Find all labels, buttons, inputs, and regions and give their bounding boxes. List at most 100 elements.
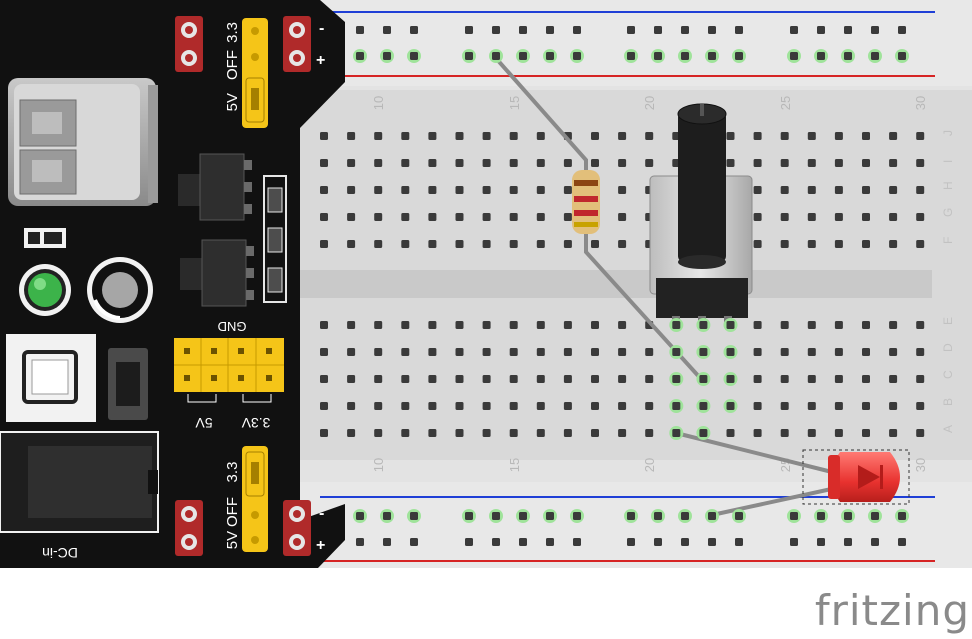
hole [780,402,789,410]
hole [735,538,743,546]
hole [862,348,870,356]
hole [916,348,925,356]
hole [817,538,825,546]
hole [563,375,572,383]
rail-sign-plus-bottom: + [316,537,325,554]
hole [708,52,716,60]
hole [320,240,328,248]
hole [428,213,437,221]
hole [509,375,518,383]
hole [410,52,418,60]
hole [871,512,879,520]
hole [618,186,627,194]
hole [898,52,906,60]
hole [401,240,410,248]
hole [563,159,572,167]
hole [347,240,356,248]
hole [509,159,518,167]
hole [455,240,464,248]
hole [672,402,681,410]
hole [356,26,364,34]
hole [465,52,473,60]
hole [347,402,356,410]
hole [780,429,789,437]
hole [780,186,789,194]
column-number: 30 [913,458,928,472]
hole [708,512,716,520]
hole [790,512,798,520]
power-supply-module: - + 3.3 OFF 5V [0,0,345,568]
hole [536,213,545,221]
hole [410,538,418,546]
hole [482,348,491,356]
hole [844,512,852,520]
hole [862,321,870,329]
dc-in-label: DC-in [42,545,78,561]
hole [807,429,816,437]
header-label-5v: 5V [195,415,213,431]
hole [536,132,545,140]
hole [401,186,410,194]
hole [753,375,762,383]
hole [374,159,383,167]
gnd-label: GND [218,319,247,334]
hole [726,321,735,329]
hole [536,348,545,356]
hole [753,402,762,410]
hole [654,52,662,60]
hole [536,402,545,410]
hole [916,402,925,410]
hole [844,26,852,34]
hole [753,348,762,356]
column-number: 30 [913,96,928,110]
hole [383,512,391,520]
hole [536,240,545,248]
hole [374,429,383,437]
hole [834,186,843,194]
hole [780,132,789,140]
hole [807,213,816,221]
hole [563,186,572,194]
hole [519,512,527,520]
hole [654,512,662,520]
hole [889,213,898,221]
hole [889,159,898,167]
hole [627,512,635,520]
hole [455,348,464,356]
hole [482,159,491,167]
hole [573,26,581,34]
row-letter: D [941,343,955,352]
hole [618,402,627,410]
column-number: 10 [371,96,386,110]
power-switch [87,257,153,323]
header-label-3v3: 3.3V [241,415,270,431]
hole [492,538,500,546]
hole [898,26,906,34]
hole [807,375,816,383]
hole [374,213,383,221]
hole [492,52,500,60]
hole [916,429,925,437]
hole [401,402,410,410]
hole [807,321,816,329]
hole [780,213,789,221]
hole [699,402,708,410]
hole [546,512,554,520]
hole [889,402,898,410]
hole [563,348,572,356]
hole [320,159,328,167]
hole [645,429,654,437]
column-number: 15 [507,96,522,110]
hole [753,186,762,194]
hole [780,240,789,248]
hole [726,429,735,437]
hole [573,512,581,520]
hole [654,26,662,34]
hole [482,402,491,410]
hole [347,429,356,437]
hole [563,321,572,329]
column-number: 20 [642,458,657,472]
hole [374,321,383,329]
hole [681,538,689,546]
